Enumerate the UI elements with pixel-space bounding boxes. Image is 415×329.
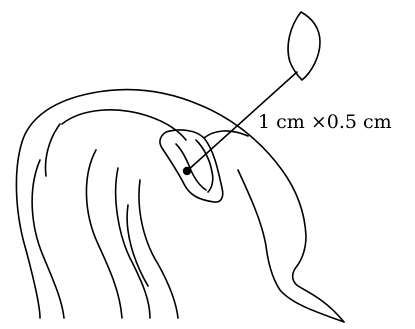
hair-strand-7 <box>139 180 178 318</box>
jaw-outline <box>293 266 344 322</box>
lesion-size-label: 1 cm ×0.5 cm <box>258 113 392 132</box>
lesion-magnified <box>288 12 320 80</box>
hair-strand-6 <box>116 168 150 318</box>
face-contour <box>238 170 344 322</box>
hair-strand-4 <box>62 110 186 140</box>
hair-strand-3 <box>46 124 60 176</box>
